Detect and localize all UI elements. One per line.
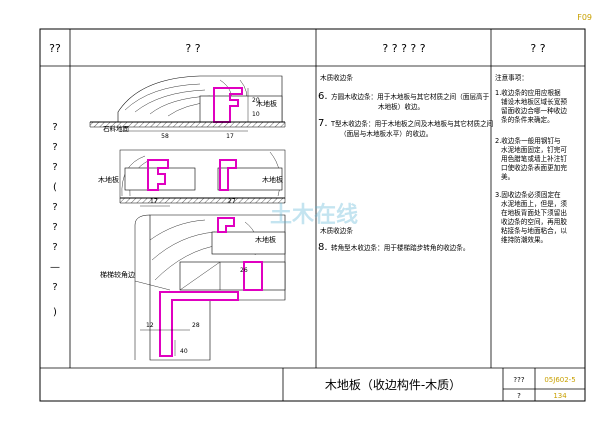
- dim-58: 58: [161, 133, 169, 140]
- detail-t-trim: 17 27 木地板 木地板: [98, 149, 286, 207]
- left-char-2: ?: [52, 162, 57, 173]
- detail-square-trim: 58 17 20 10 木地板 石料地面: [89, 75, 286, 140]
- note3-line2: 水泥地面上，但是，须: [501, 199, 567, 208]
- desc-group1-title: 木质收边条: [320, 73, 353, 82]
- desc-item8-num: 8.: [318, 242, 328, 253]
- header-col4: ? ?: [530, 42, 545, 55]
- note1-line3: 留面收边合哪一种收边: [501, 106, 567, 115]
- tb-page: 134: [553, 392, 567, 400]
- detail-corner-trim: 12 28 40 26 木地板 梯梯较角边: [100, 214, 286, 361]
- desc-item6-line2: 木地板）收边。: [378, 102, 424, 111]
- desc-item6-num: 6.: [318, 91, 328, 102]
- dim-26: 26: [240, 267, 248, 274]
- label-stair-edge: 梯梯较角边: [100, 270, 135, 279]
- left-char-4: ?: [52, 202, 57, 213]
- note3-line3: 在地板背面处下须留出: [501, 208, 567, 217]
- dim-20: 20: [252, 97, 260, 104]
- desc-group2-title: 木质收边条: [320, 226, 353, 235]
- dim-17-top: 17: [226, 133, 234, 140]
- header-col2: ? ?: [185, 42, 200, 55]
- dim-12: 12: [146, 322, 154, 329]
- label-stone-floor: 石料地面: [103, 124, 130, 133]
- left-char-6: ?: [52, 242, 57, 253]
- left-char-8: ?: [52, 282, 57, 293]
- desc-item7-line2: （面层与木地板水平）的收边。: [340, 129, 432, 138]
- tb-code: 05J602-5: [544, 376, 575, 384]
- dim-10: 10: [252, 111, 260, 118]
- desc-item8-line1: 转角型木收边条：用于楼梯踏步转角的收边条。: [331, 243, 469, 252]
- note1-line2: 铺设木地板区域长宽预: [501, 97, 567, 106]
- left-char-5: ?: [52, 222, 57, 233]
- desc-item6-line1: 方圆木收边条：用于木地板与其它材质之间（面层高于: [331, 92, 490, 101]
- note3-line6: 维持防潮效果。: [501, 235, 547, 244]
- outer-frame: [39, 28, 586, 402]
- label-wood-floor-bottom: 木地板: [255, 235, 276, 244]
- note2-line4: 口使收边条表面更加完: [501, 163, 567, 172]
- notes-title: 注意事项：: [495, 73, 528, 82]
- note2-line1: 2.收边条一般用钢钉与: [495, 136, 561, 145]
- note2-line3: 用色腊笔或墙上补注钉: [501, 154, 567, 163]
- dim-27: 27: [228, 198, 236, 205]
- desc-item7-line1: T型木收边条：用于木地板之间及木地板与其它材质之间: [330, 119, 494, 128]
- left-char-0: ?: [52, 122, 57, 133]
- note1-line1: 1.收边条的应用应根据: [495, 88, 561, 97]
- note3-line5: 粘接条与地面粘合，以: [501, 226, 567, 235]
- header-col1: ??: [49, 42, 61, 55]
- tb-label2: ?: [517, 392, 521, 400]
- notes-column: 注意事项： 1.收边条的应用应根据 铺设木地板区域长宽预 留面收边合哪一种收边 …: [495, 73, 567, 244]
- dim-40: 40: [180, 348, 188, 355]
- label-wood-floor-top: 木地板: [256, 99, 277, 108]
- left-column-chars: ? ? ? ( ? ? ? — ? ): [50, 122, 60, 318]
- watermark-text: 土木在线: [270, 202, 358, 228]
- page-code: F09: [577, 13, 592, 22]
- desc-item7-num: 7.: [318, 118, 328, 129]
- note1-line4: 条的条件来确定。: [501, 115, 554, 124]
- note2-line5: 美。: [501, 172, 514, 181]
- left-char-3: (: [53, 182, 57, 193]
- left-char-9: ): [53, 307, 57, 318]
- note3-line1: 3.固收边条必须固定在: [495, 190, 561, 199]
- sheet-title: 木地板（收边构件-木质）: [325, 377, 461, 392]
- header-col3: ? ? ? ? ?: [382, 42, 425, 55]
- note3-line4: 收边条的空间，再用胶: [501, 217, 567, 226]
- dim-17-mid: 17: [150, 198, 158, 205]
- left-char-1: ?: [52, 142, 57, 153]
- dim-28: 28: [192, 322, 200, 329]
- label-wood-floor-mid-right: 木地板: [262, 175, 283, 184]
- label-wood-floor-mid-left: 木地板: [98, 175, 119, 184]
- tb-label1: ???: [513, 376, 524, 384]
- note2-line2: 水泥地面固定，钉完可: [501, 145, 567, 154]
- description-column: 木质收边条 6. 方圆木收边条：用于木地板与其它材质之间（面层高于 木地板）收边…: [318, 73, 494, 253]
- left-char-7: —: [50, 262, 60, 273]
